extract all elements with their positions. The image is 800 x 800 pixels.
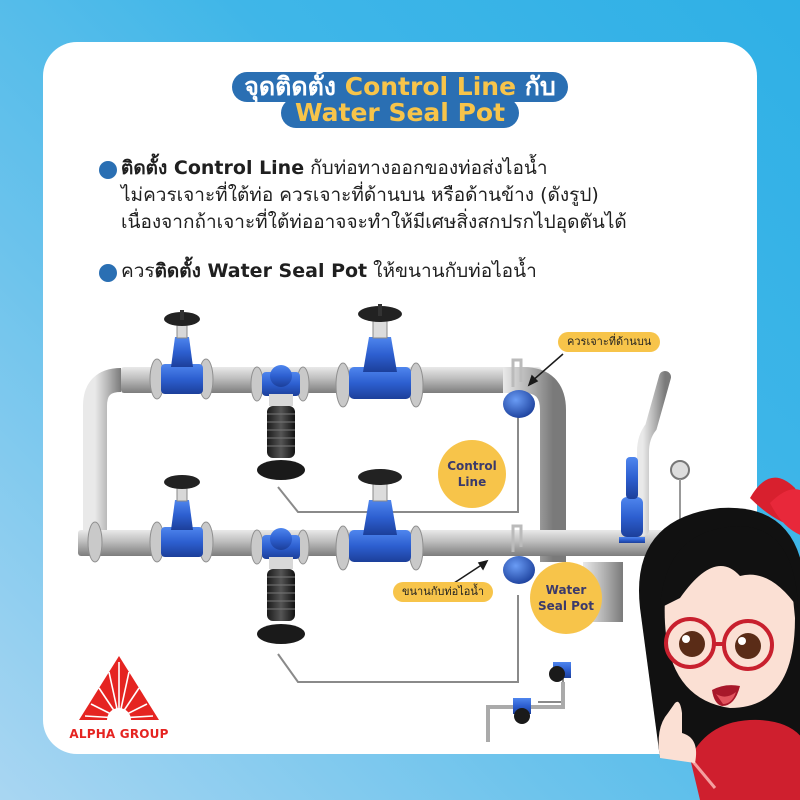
title-prefix: จุดติดตั้ง — [244, 72, 345, 101]
alpha-triangle-icon — [79, 656, 159, 720]
bullet-text: ให้ขนานกับท่อไอน้ำ — [367, 260, 537, 282]
steam-pipe-diagram — [78, 304, 690, 742]
alpha-group-logo: ALPHA GROUP — [69, 654, 169, 741]
logo-text: ALPHA GROUP — [69, 727, 169, 741]
cartoon-girl-mascot — [639, 477, 800, 800]
infographic-card: จุดติดตั้ง Control Line กับ Water Seal P… — [43, 42, 757, 754]
gate-valve-lower-left — [161, 475, 203, 557]
callout-parallel-to-steam-pipe: ขนานกับท่อไอน้ำ — [393, 582, 494, 602]
bullet-dot-icon — [99, 264, 117, 282]
title-highlight-control-line: Control Line — [344, 72, 517, 101]
title-highlight-water-seal-pot: Water Seal Pot — [294, 98, 506, 127]
gate-valve-lower-right — [349, 469, 411, 562]
title-line-1: จุดติดตั้ง Control Line กับ — [232, 72, 568, 102]
drain-valve-assembly — [486, 662, 571, 742]
bubble-text-line-2: Seal Pot — [538, 599, 594, 613]
bullet-line-3: เนื่องจากถ้าเจาะที่ใต้ท่ออาจจะทำให้มีเศษ… — [121, 211, 627, 233]
bullet-item-water-seal-pot: ควรติดตั้ง Water Seal Pot ให้ขนานกับท่อไ… — [95, 258, 745, 285]
safety-valve — [619, 457, 645, 543]
water-seal-pot-lower — [503, 524, 535, 584]
bullet-item-control-line: ติดตั้ง Control Line กับท่อทางออกของท่อส… — [95, 155, 745, 236]
bubble-text-line-2: Line — [457, 475, 487, 489]
bullet-dot-icon — [99, 161, 117, 179]
gate-valve-upper-left — [161, 310, 203, 394]
bubble-text-line-1: Water — [545, 583, 587, 597]
bullet-prefix: ควร — [121, 260, 155, 282]
bullet-line-2: ไม่ควรเจาะที่ใต้ท่อ ควรเจาะที่ด้านบน หรื… — [121, 184, 599, 206]
bullet-list: ติดตั้ง Control Line กับท่อทางออกของท่อส… — [95, 155, 745, 285]
bullet-bold-text: ติดตั้ง Water Seal Pot — [154, 260, 368, 282]
bullet-line-1: ควรติดตั้ง Water Seal Pot ให้ขนานกับท่อไ… — [121, 258, 745, 285]
title-line-2: Water Seal Pot — [280, 98, 520, 128]
gate-valve-upper-right — [349, 304, 411, 399]
bullet-line-1: ติดตั้ง Control Line กับท่อทางออกของท่อส… — [121, 155, 745, 182]
title-suffix: กับ — [516, 72, 556, 101]
callout-drill-on-top: ควรเจาะที่ด้านบน — [558, 332, 661, 352]
bullet-bold-text: ติดตั้ง Control Line — [121, 157, 305, 179]
page-title: จุดติดตั้ง Control Line กับ Water Seal P… — [43, 72, 757, 128]
steam-trap-lower — [257, 528, 305, 644]
steam-trap-upper — [257, 365, 305, 480]
bullet-text: กับท่อทางออกของท่อส่งไอน้ำ — [304, 157, 548, 179]
water-seal-pot-upper — [503, 358, 535, 418]
bubble-text-line-1: Control — [447, 459, 497, 473]
